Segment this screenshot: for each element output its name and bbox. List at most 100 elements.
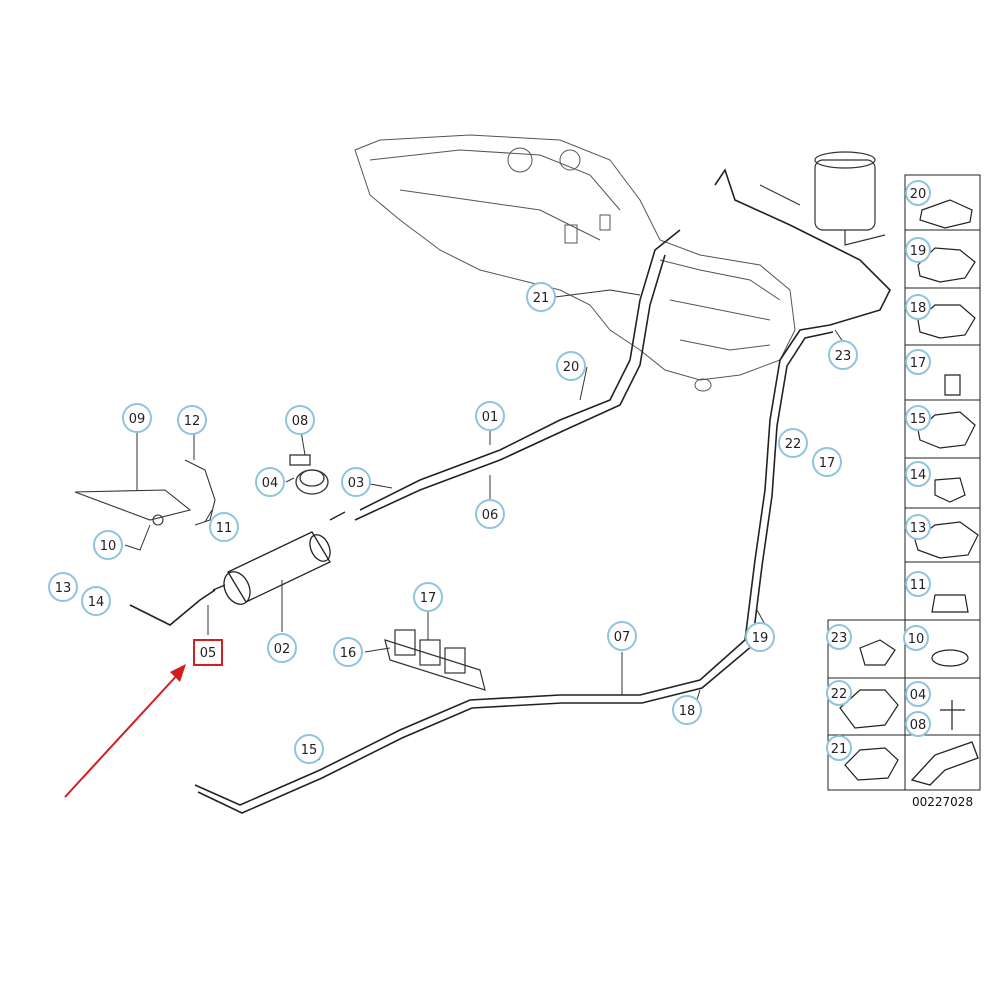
callout-c05: 05 (193, 639, 223, 666)
highlight-arrow (64, 664, 186, 798)
callout-c15: 15 (294, 734, 324, 764)
callout-c17a: 17 (413, 582, 443, 612)
callout-c16-ring (333, 637, 363, 667)
callout-c14-label: 14 (88, 595, 105, 610)
callout-c08: 08 (285, 405, 315, 435)
callout-c02-ring (267, 633, 297, 663)
callout-c22-ring (778, 428, 808, 458)
callout-c18-label: 18 (679, 704, 696, 719)
legend-callout-18-label: 18 (910, 301, 927, 316)
legend-callout-22-ring (826, 680, 852, 706)
legend-callout-15-label: 15 (910, 412, 927, 427)
legend-callout-22-label: 22 (831, 687, 848, 702)
callout-c10-label: 10 (100, 539, 117, 554)
callout-c23: 23 (828, 340, 858, 370)
legend-callout-19: 19 (905, 237, 931, 263)
legend-callout-14-ring (905, 461, 931, 487)
callout-c13-label: 13 (55, 581, 72, 596)
clip-16-drawing (384, 629, 486, 691)
callout-c19-ring (745, 622, 775, 652)
legend-callout-20-ring (905, 180, 931, 206)
legend-direction-arrow (910, 741, 979, 786)
callout-c08-ring (285, 405, 315, 435)
callout-c22: 22 (778, 428, 808, 458)
legend-callout-19-label: 19 (910, 244, 927, 259)
callout-c21-label: 21 (533, 291, 550, 306)
callout-c15-label: 15 (301, 743, 318, 758)
drawing-number: 00227028 (912, 795, 973, 809)
legend-callout-20-label: 20 (910, 187, 927, 202)
callout-c04-ring (255, 467, 285, 497)
callout-c04-label: 04 (262, 476, 279, 491)
legend-callout-08: 08 (905, 711, 931, 737)
legend-callout-17-label: 17 (910, 356, 927, 371)
callout-c10: 10 (93, 530, 123, 560)
legend-callout-13-label: 13 (910, 521, 927, 536)
legend-part-sketches (839, 199, 979, 781)
legend-callout-18-ring (905, 294, 931, 320)
callout-c23-ring (828, 340, 858, 370)
callout-c06-label: 06 (482, 508, 499, 523)
callout-c17a-ring (413, 582, 443, 612)
callout-c12-label: 12 (184, 414, 201, 429)
callout-c05-label: 05 (200, 646, 217, 661)
callout-c03: 03 (341, 467, 371, 497)
legend-callout-04-label: 04 (910, 688, 927, 703)
callout-c07: 07 (607, 621, 637, 651)
legend-callout-23-ring (826, 624, 852, 650)
hose-clamp-drawing (289, 454, 329, 495)
callout-c18: 18 (672, 695, 702, 725)
fuel-filter-drawing (212, 511, 346, 605)
callout-c14-ring (81, 586, 111, 616)
callout-c12-ring (177, 405, 207, 435)
callout-c17b-ring (812, 447, 842, 477)
callout-c21-ring (526, 282, 556, 312)
callout-c10-ring (93, 530, 123, 560)
callout-c11-ring (209, 512, 239, 542)
legend-callout-17-ring (905, 349, 931, 375)
callout-c01-ring (475, 401, 505, 431)
legend-callout-08-ring (905, 711, 931, 737)
callout-c19-label: 19 (752, 631, 769, 646)
callout-c06: 06 (475, 499, 505, 529)
callout-c20-ring (556, 351, 586, 381)
fuel-tank-drawing (354, 134, 796, 392)
callout-c23-label: 23 (835, 349, 852, 364)
callout-layer: 0102030405060708091011121314151617171819… (48, 180, 931, 764)
callout-c03-label: 03 (348, 476, 365, 491)
callout-c09-label: 09 (129, 412, 146, 427)
callout-c02: 02 (267, 633, 297, 663)
callout-c15-ring (294, 734, 324, 764)
legend-callout-11-label: 11 (910, 578, 927, 593)
callout-c21: 21 (526, 282, 556, 312)
legend-callout-14: 14 (905, 461, 931, 487)
canister-drawing (759, 151, 886, 246)
callout-c05-highlight-box (193, 639, 223, 666)
callout-c18-ring (672, 695, 702, 725)
legend-callout-15-ring (905, 405, 931, 431)
legend-callout-21-label: 21 (831, 742, 848, 757)
callout-c03-ring (341, 467, 371, 497)
callout-c20: 20 (556, 351, 586, 381)
callout-c17b: 17 (812, 447, 842, 477)
callout-c11-label: 11 (216, 521, 233, 536)
legend-callout-13: 13 (905, 514, 931, 540)
callout-c07-label: 07 (614, 630, 631, 645)
callout-c13: 13 (48, 572, 78, 602)
callout-c12: 12 (177, 405, 207, 435)
legend-callout-21: 21 (826, 735, 852, 761)
callout-c16: 16 (333, 637, 363, 667)
legend-callout-13-ring (905, 514, 931, 540)
callout-c13-ring (48, 572, 78, 602)
callout-c04: 04 (255, 467, 285, 497)
legend-grid (827, 174, 981, 791)
legend-callout-10-label: 10 (908, 632, 925, 647)
legend-callout-10: 10 (903, 625, 929, 651)
fuel-lines (129, 168, 891, 814)
legend-callout-20: 20 (905, 180, 931, 206)
callout-c06-ring (475, 499, 505, 529)
bracket-drawing (74, 459, 216, 526)
legend-callout-18: 18 (905, 294, 931, 320)
